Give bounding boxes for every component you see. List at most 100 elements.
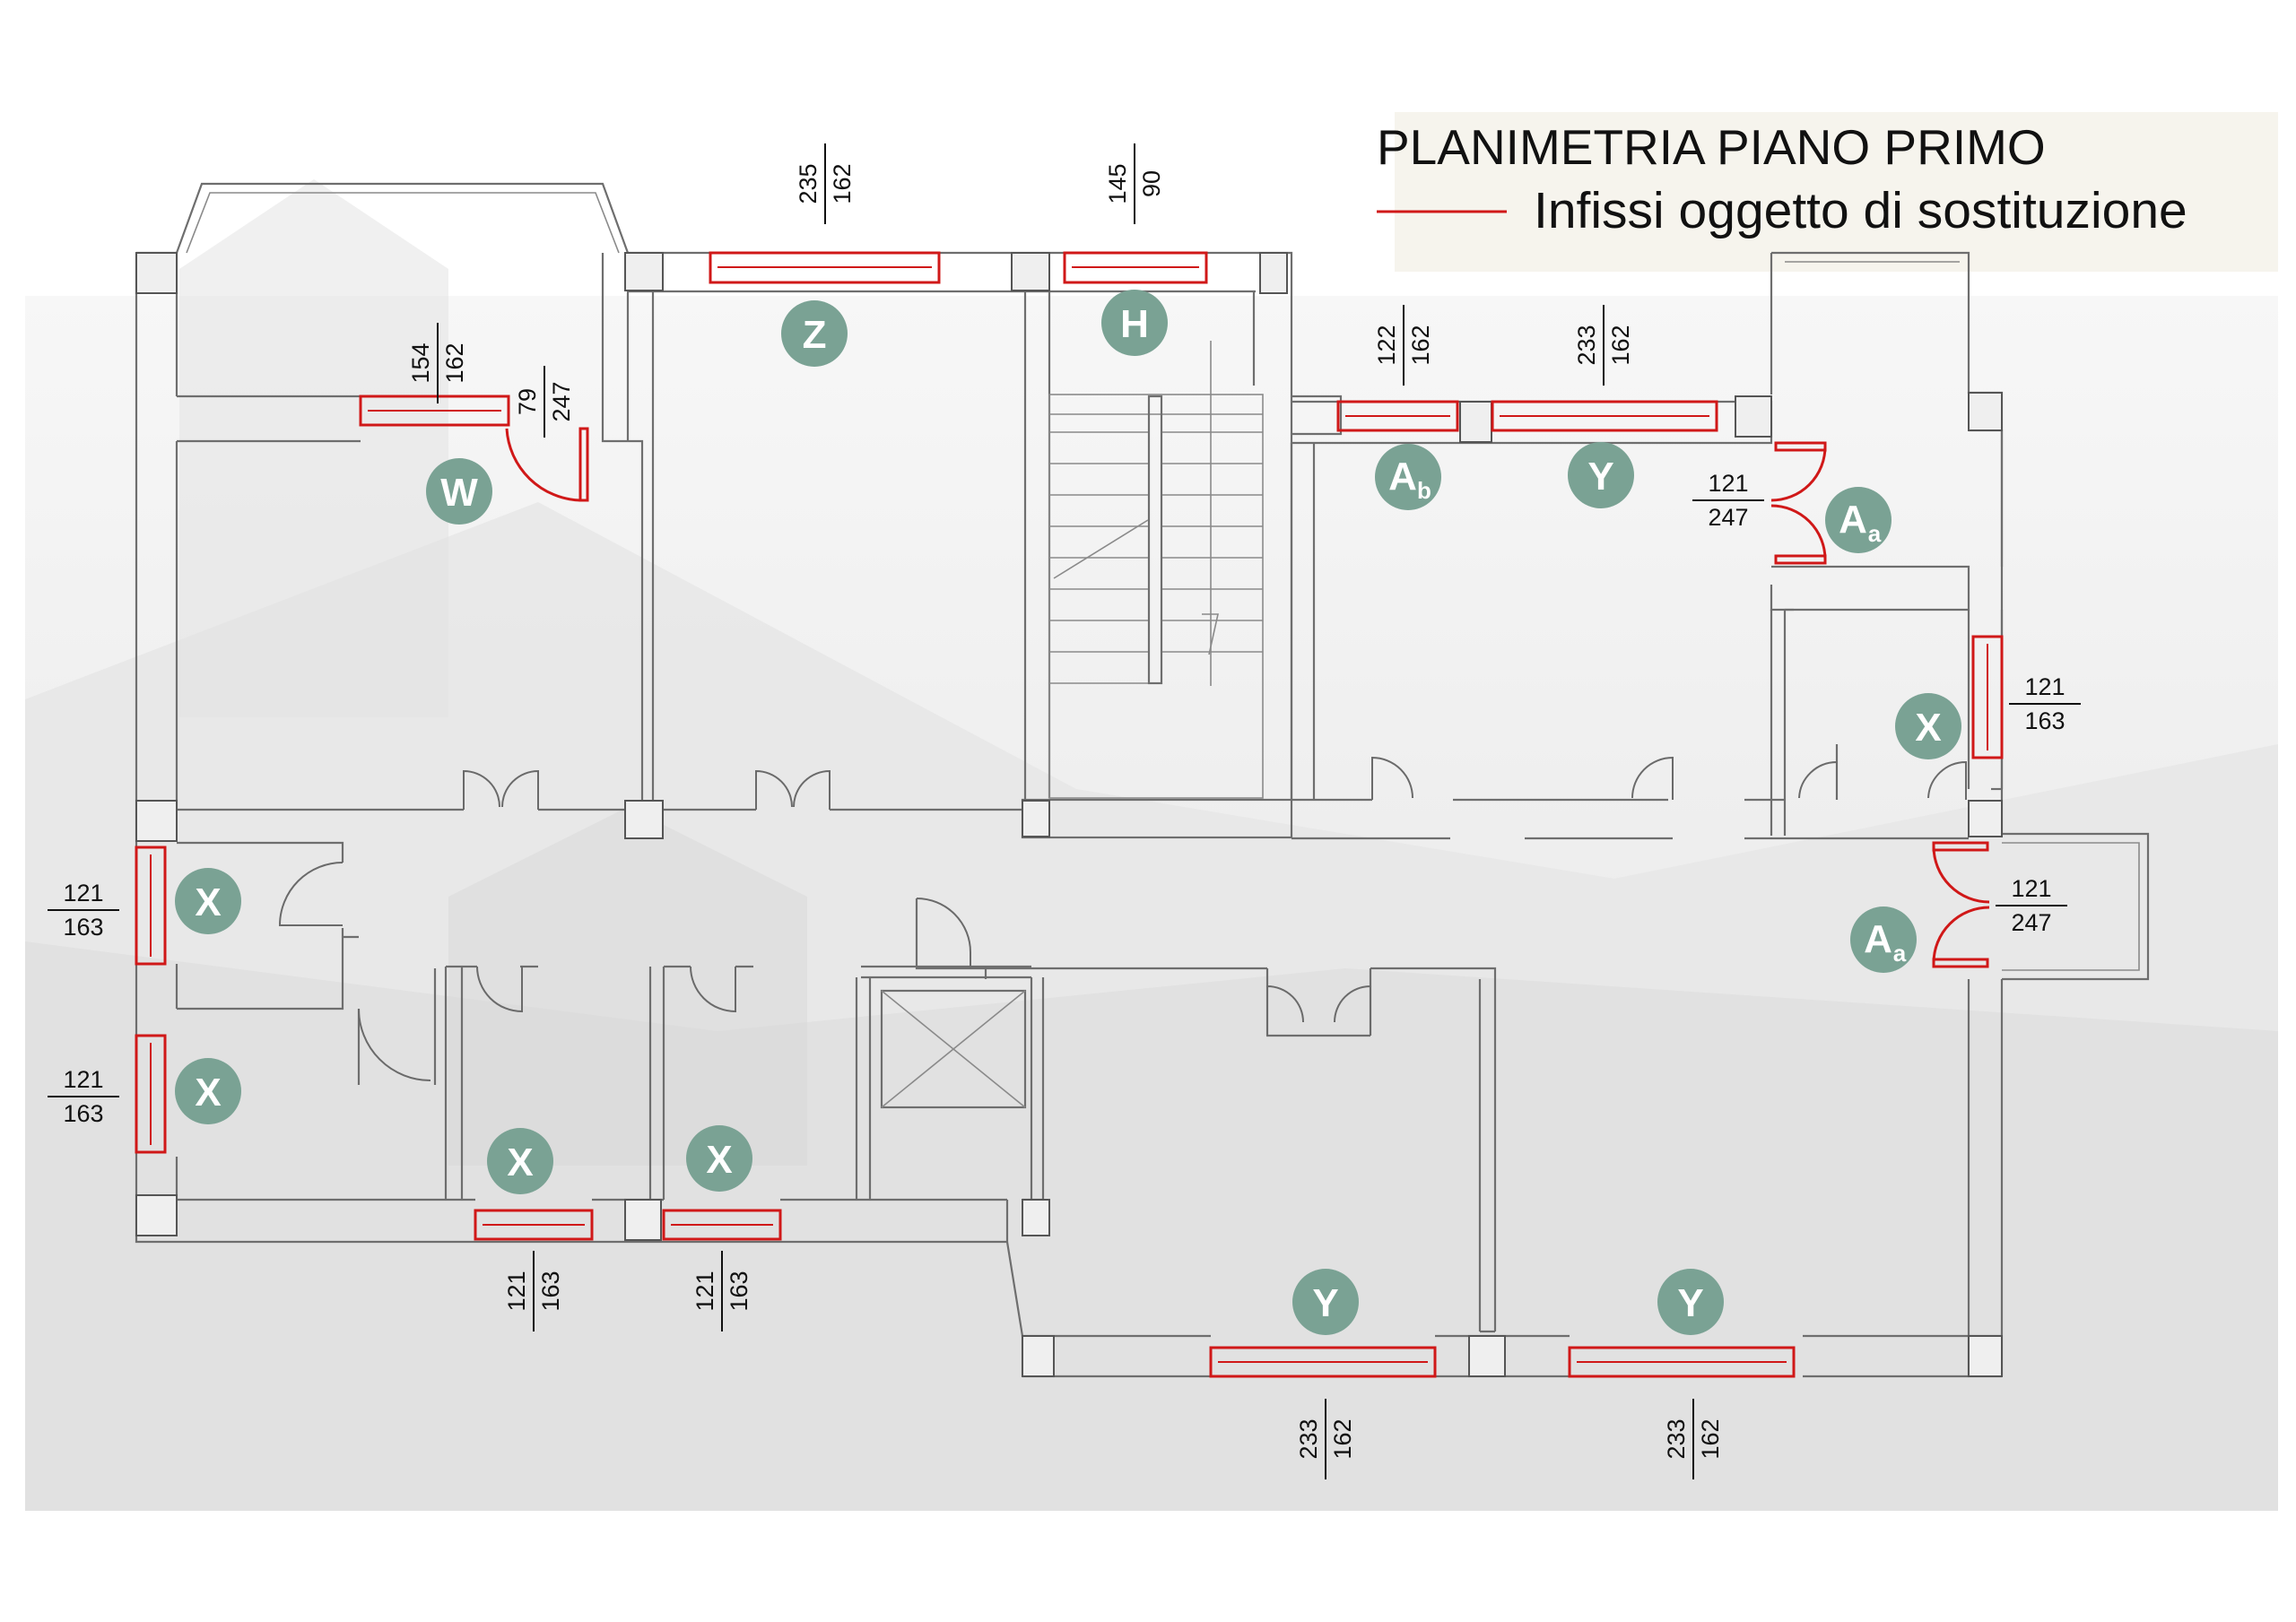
svg-text:162: 162	[1329, 1418, 1356, 1459]
badge-x-left-1: X	[175, 868, 241, 934]
svg-text:233: 233	[1573, 325, 1600, 365]
svg-text:162: 162	[1407, 325, 1434, 365]
svg-text:163: 163	[537, 1271, 564, 1311]
svg-text:121: 121	[691, 1271, 718, 1311]
svg-text:163: 163	[2024, 707, 2065, 734]
svg-text:b: b	[1417, 477, 1431, 504]
badge-w: W	[426, 458, 492, 525]
svg-text:233: 233	[1295, 1418, 1322, 1459]
svg-text:a: a	[1868, 520, 1882, 547]
svg-text:121: 121	[2011, 875, 2051, 902]
badge-h: H	[1101, 290, 1168, 356]
window-x-left-2	[135, 1034, 167, 1154]
badge-y-top: Y	[1568, 442, 1634, 508]
dimension-labels: 235 162 145 90 154 162 79 247 122 162 23…	[48, 143, 2081, 1479]
dim-window-x-left-1: 121 163	[48, 880, 119, 941]
svg-text:163: 163	[63, 914, 103, 941]
dim-window-z: 235 162	[795, 143, 856, 224]
badge-x-left-2: X	[175, 1058, 241, 1124]
door-w	[505, 427, 589, 502]
dim-window-x-bottom-2: 121 163	[691, 1251, 752, 1331]
svg-text:154: 154	[407, 343, 434, 383]
badge-y-bottom-2: Y	[1657, 1269, 1724, 1335]
dim-window-w: 154 162	[407, 323, 468, 403]
dim-door-w: 79 247	[514, 366, 575, 438]
replacement-windows	[135, 251, 2004, 1378]
svg-text:Y: Y	[1587, 455, 1613, 499]
badge-y-bottom-1: Y	[1292, 1269, 1359, 1335]
dim-door-aa-top: 121 247	[1692, 470, 1764, 531]
svg-text:121: 121	[2024, 673, 2065, 700]
background-photo	[25, 179, 2278, 1511]
badge-x-bottom-1: X	[487, 1128, 553, 1194]
dim-window-y-bottom-2: 233 162	[1663, 1399, 1724, 1479]
svg-text:X: X	[507, 1141, 533, 1184]
window-x-bottom-1	[474, 1209, 594, 1241]
legend-label: Infissi oggetto di sostituzione	[1534, 182, 2187, 239]
svg-text:247: 247	[548, 381, 575, 421]
badge-x-bottom-2: X	[686, 1125, 752, 1192]
walls	[135, 182, 2150, 1378]
svg-text:A: A	[1864, 917, 1892, 961]
svg-text:Y: Y	[1312, 1281, 1338, 1325]
dim-window-x-bottom-1: 121 163	[503, 1251, 564, 1331]
svg-text:A: A	[1388, 455, 1417, 499]
svg-text:X: X	[706, 1138, 732, 1182]
window-y-bottom-1	[1209, 1346, 1437, 1378]
svg-text:163: 163	[63, 1100, 103, 1127]
dim-window-x-right: 121 163	[2009, 673, 2081, 734]
dim-door-aa-right: 121 247	[1996, 875, 2067, 936]
window-h	[1063, 251, 1208, 284]
interior-doors	[278, 756, 1967, 1081]
svg-text:122: 122	[1373, 325, 1400, 365]
svg-text:X: X	[195, 1071, 221, 1115]
svg-text:162: 162	[441, 343, 468, 383]
window-x-left-1	[135, 846, 167, 966]
window-x-bottom-2	[662, 1209, 782, 1241]
badges: Z H W A b Y A a X A a	[175, 290, 1961, 1335]
dim-window-x-left-2: 121 163	[48, 1066, 119, 1127]
svg-text:H: H	[1120, 302, 1149, 346]
window-y-bottom-2	[1568, 1346, 1796, 1378]
dim-window-ab: 122 162	[1373, 305, 1434, 386]
window-z	[709, 251, 941, 284]
dim-window-y-bottom-1: 233 162	[1295, 1399, 1356, 1479]
svg-text:233: 233	[1663, 1418, 1690, 1459]
svg-text:162: 162	[829, 163, 856, 204]
svg-text:235: 235	[795, 163, 822, 204]
svg-text:163: 163	[726, 1271, 752, 1311]
svg-text:121: 121	[503, 1271, 530, 1311]
svg-text:145: 145	[1104, 163, 1131, 204]
pillars	[135, 252, 2003, 1377]
window-x-right	[1971, 635, 2004, 759]
svg-text:X: X	[1915, 706, 1941, 750]
page-title: PLANIMETRIA PIANO PRIMO	[1377, 119, 2046, 175]
svg-text:247: 247	[1708, 504, 1748, 531]
svg-text:162: 162	[1607, 325, 1634, 365]
window-y-top	[1491, 400, 1718, 432]
dim-window-h: 145 90	[1104, 143, 1165, 224]
svg-text:162: 162	[1697, 1418, 1724, 1459]
badge-aa-top: A a	[1825, 487, 1892, 553]
svg-text:247: 247	[2011, 909, 2051, 936]
svg-text:Y: Y	[1677, 1281, 1703, 1325]
svg-text:90: 90	[1138, 170, 1165, 197]
window-ab	[1336, 400, 1459, 432]
badge-z: Z	[781, 300, 848, 367]
svg-text:79: 79	[514, 388, 541, 415]
svg-text:Z: Z	[803, 313, 827, 357]
title-box	[1395, 112, 2278, 272]
svg-text:a: a	[1893, 940, 1907, 967]
dim-window-y-top: 233 162	[1573, 305, 1634, 386]
svg-text:121: 121	[63, 1066, 103, 1093]
svg-text:A: A	[1839, 498, 1867, 542]
window-w	[359, 395, 510, 427]
door-aa-right	[1932, 841, 1990, 968]
svg-text:121: 121	[1708, 470, 1748, 497]
svg-text:X: X	[195, 880, 221, 924]
badge-ab: A b	[1375, 444, 1441, 510]
svg-text:W: W	[440, 471, 478, 515]
door-aa-top	[1770, 441, 1827, 565]
badge-aa-right: A a	[1850, 906, 1917, 973]
